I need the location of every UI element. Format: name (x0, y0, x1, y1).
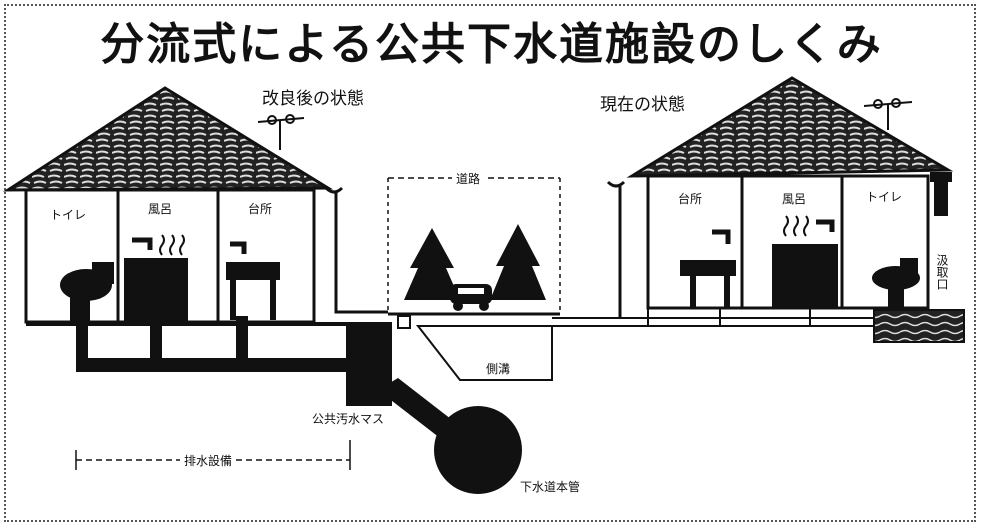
drainage-pipe (76, 358, 352, 372)
left-drainage (26, 316, 522, 494)
right-drain-line (552, 317, 874, 327)
road-label: 道路 (452, 170, 485, 187)
right-kitchen-sink (680, 229, 736, 308)
right-rain-gutter (606, 180, 626, 318)
vent-pipe (934, 176, 948, 216)
tree (404, 228, 460, 300)
diagram-frame (4, 4, 976, 522)
tree (490, 224, 546, 300)
road-gutter (415, 325, 553, 381)
left-rain-gutter (324, 186, 388, 314)
right-toilet-label: トイレ (866, 190, 903, 204)
sewer-main-label: 下水道本管 (520, 480, 581, 494)
improved-state-label: 改良後の状態 (262, 89, 364, 109)
right-roof (626, 76, 954, 178)
left-toilet-label: トイレ (50, 208, 87, 222)
left-kitchen-label: 台所 (248, 202, 273, 216)
sewer-main-pipe (434, 406, 522, 494)
left-bathtub (124, 234, 188, 322)
left-bath-label: 風呂 (148, 202, 173, 216)
right-bath-label: 風呂 (782, 192, 807, 206)
public-sewer-basin-label: 公共汚水マス (312, 412, 385, 426)
gutter-label: 側溝 (486, 362, 511, 376)
right-toilet-fixture (872, 258, 920, 308)
road-area (387, 177, 561, 381)
right-kitchen-label: 台所 (678, 192, 703, 206)
left-toilet-fixture (60, 262, 114, 322)
drainage-facility-label: 排水設備 (180, 452, 237, 469)
left-antenna (257, 114, 305, 150)
right-house (552, 76, 965, 343)
cesspool (873, 309, 965, 343)
pumping-outlet-label: 汲取口 (935, 254, 949, 290)
current-state-label: 現在の状態 (600, 95, 685, 115)
diagram-title: 分流式による公共下水道施設のしくみ (100, 19, 883, 70)
left-house (2, 86, 388, 324)
left-kitchen-sink (226, 241, 280, 320)
right-bathtub (772, 215, 838, 308)
right-antenna (863, 98, 913, 130)
car (450, 284, 492, 311)
